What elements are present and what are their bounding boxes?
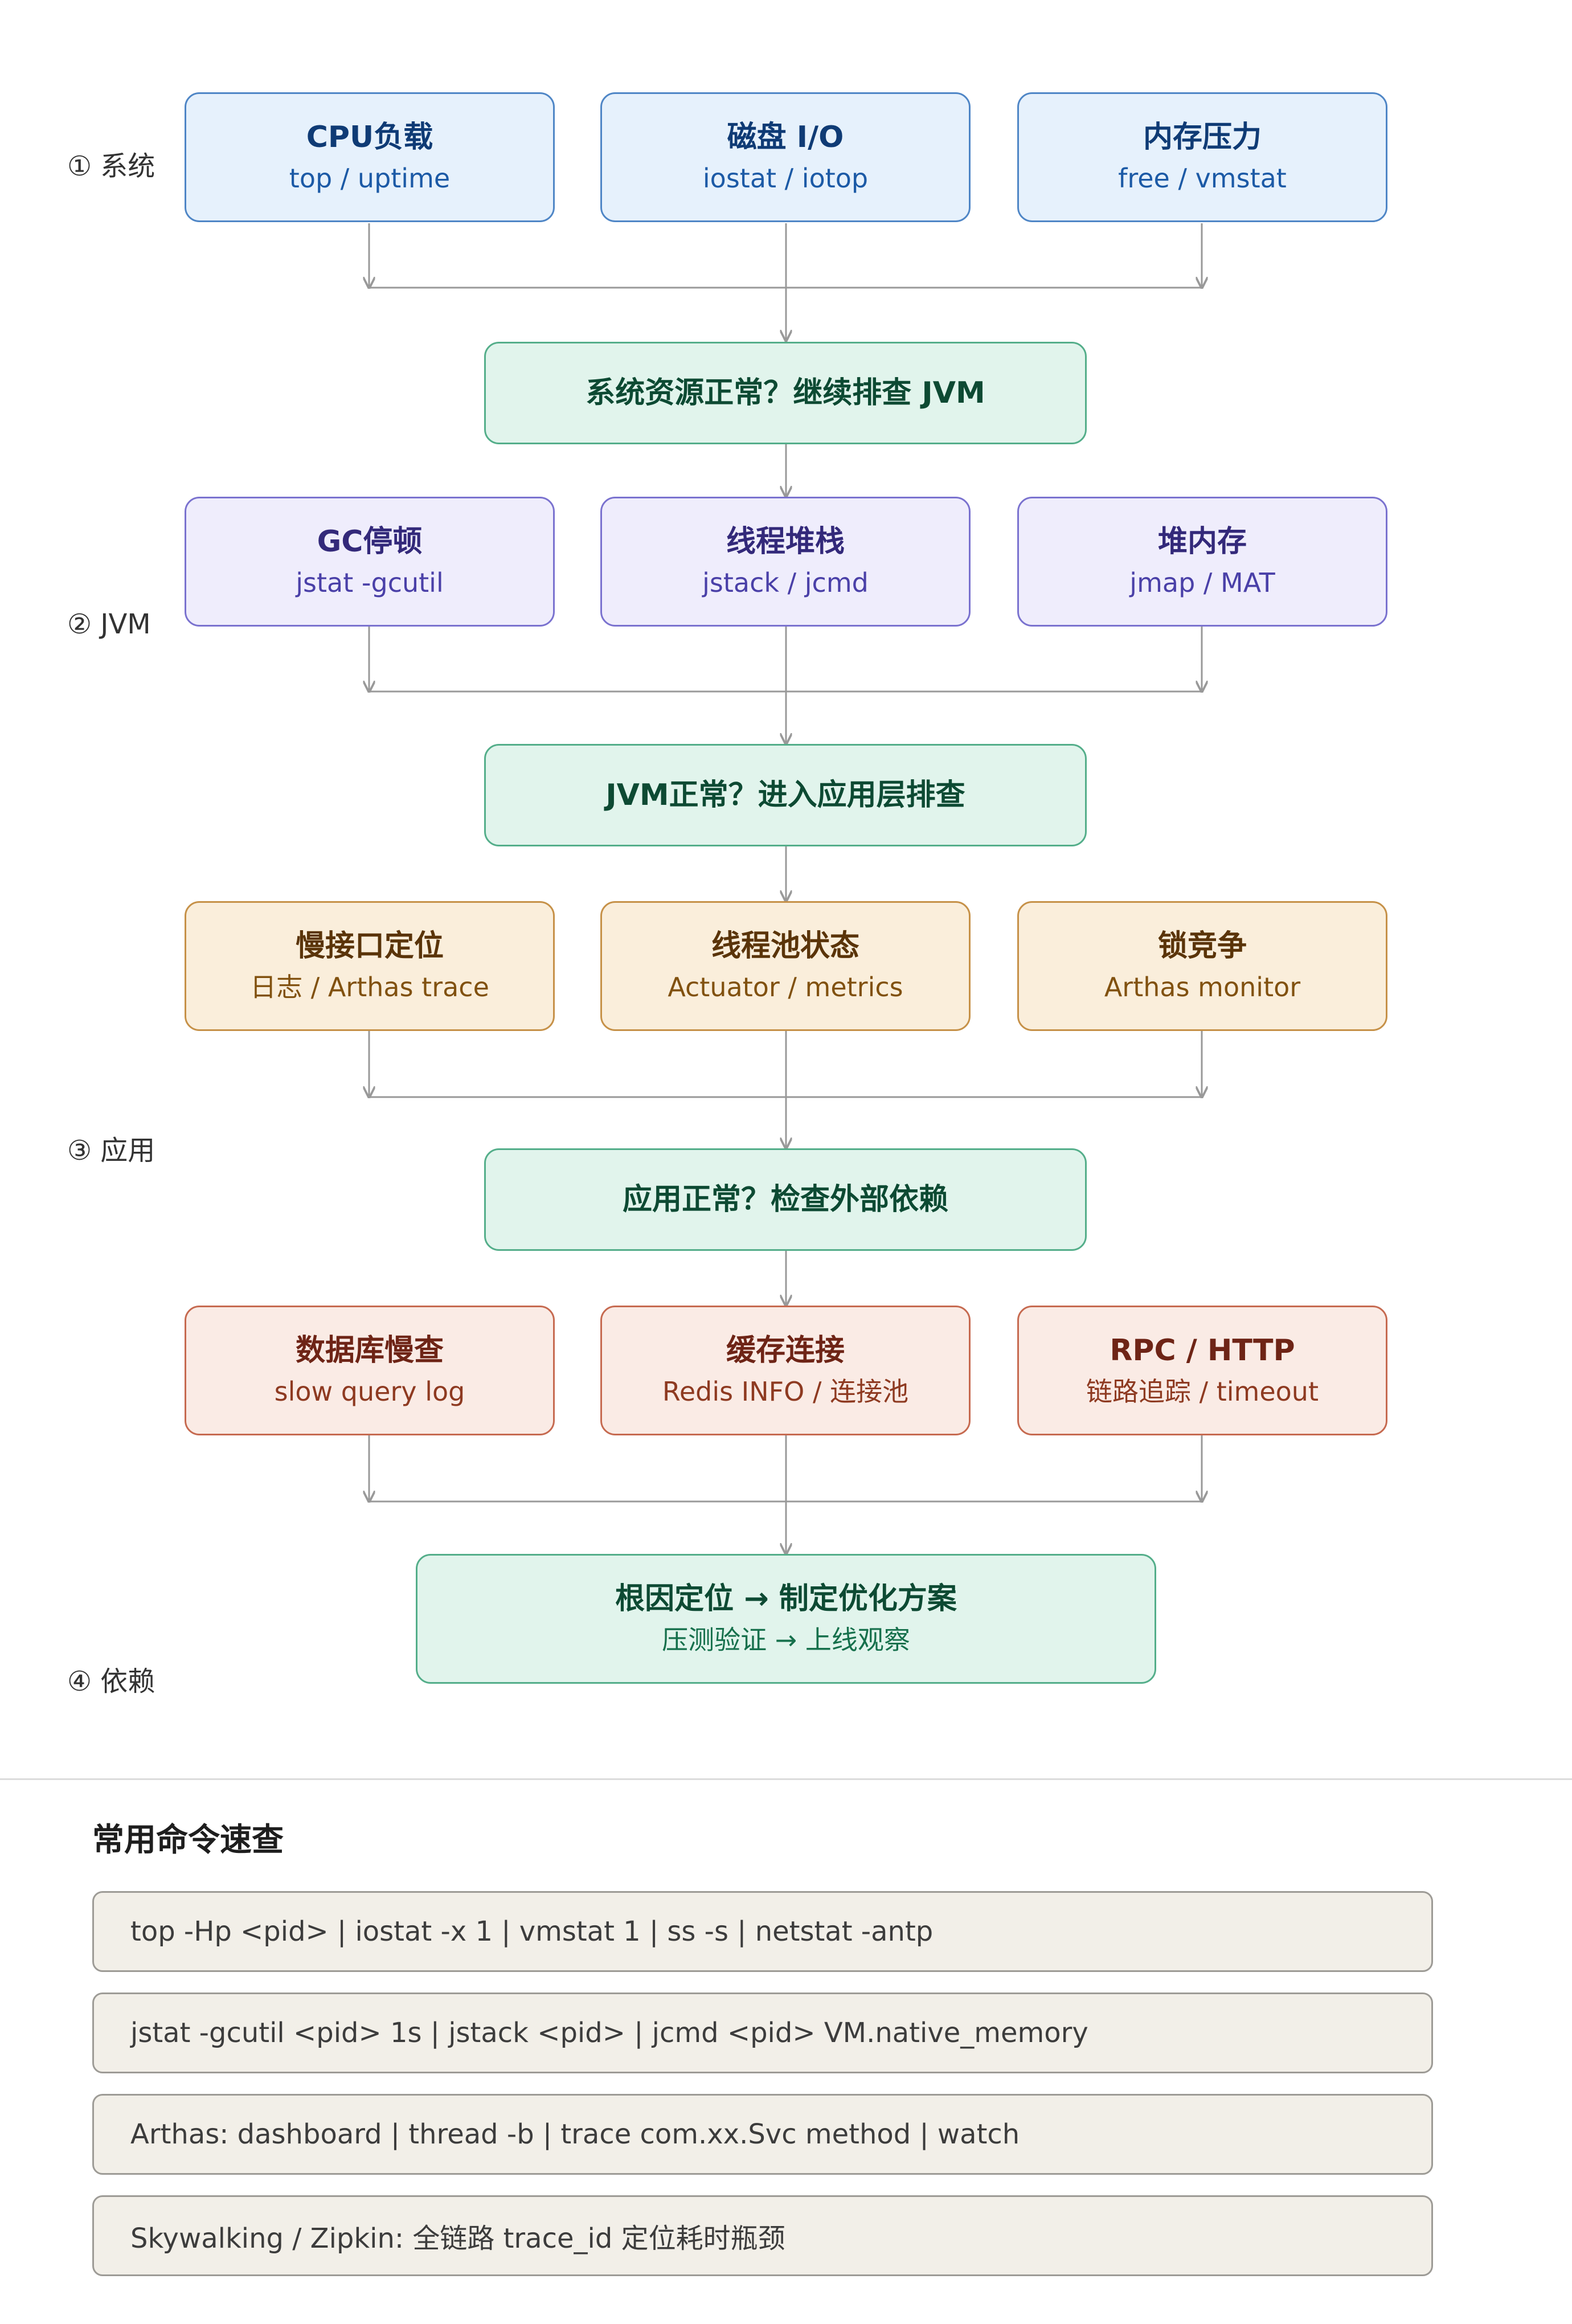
node-cache-connection[interactable]: 缓存连接 Redis INFO / 连接池 bbox=[600, 1306, 971, 1435]
node-title: 慢接口定位 bbox=[295, 928, 444, 963]
node-subtitle: 压测验证 → 上线观察 bbox=[662, 1624, 910, 1655]
node-title: 数据库慢查 bbox=[295, 1333, 444, 1368]
node-subtitle: Arthas monitor bbox=[1104, 971, 1301, 1003]
node-memory-pressure[interactable]: 内存压力 free / vmstat bbox=[1017, 92, 1387, 222]
node-subtitle: jstat -gcutil bbox=[296, 567, 444, 598]
node-subtitle: jstack / jcmd bbox=[702, 567, 869, 598]
gate-title: 应用正常？检查外部依赖 bbox=[622, 1182, 948, 1217]
command-row-system[interactable]: top -Hp <pid> | iostat -x 1 | vmstat 1 |… bbox=[92, 1891, 1433, 1972]
phase-label-jvm: ② JVM bbox=[67, 608, 151, 640]
node-title: 锁竞争 bbox=[1157, 928, 1247, 963]
node-subtitle: 日志 / Arthas trace bbox=[250, 971, 489, 1003]
command-row-jvm[interactable]: jstat -gcutil <pid> 1s | jstack <pid> | … bbox=[92, 1992, 1433, 2073]
phase-label-deps: ④ 依赖 bbox=[67, 1666, 155, 1697]
node-subtitle: top / uptime bbox=[289, 162, 451, 194]
node-slow-api[interactable]: 慢接口定位 日志 / Arthas trace bbox=[185, 901, 555, 1031]
node-cpu-load[interactable]: CPU负载 top / uptime bbox=[185, 92, 555, 222]
node-heap-memory[interactable]: 堆内存 jmap / MAT bbox=[1017, 497, 1387, 627]
node-lock-contention[interactable]: 锁竞争 Arthas monitor bbox=[1017, 901, 1387, 1031]
phase-label-app: ③ 应用 bbox=[67, 1135, 155, 1167]
gate-jvm-ok[interactable]: JVM正常？进入应用层排查 bbox=[484, 744, 1087, 846]
node-title: 堆内存 bbox=[1157, 524, 1247, 559]
gate-system-ok[interactable]: 系统资源正常？继续排查 JVM bbox=[484, 342, 1087, 444]
section-divider bbox=[0, 1778, 1572, 1780]
gate-title: JVM正常？进入应用层排查 bbox=[605, 778, 965, 812]
node-title: GC停顿 bbox=[317, 524, 423, 559]
node-subtitle: free / vmstat bbox=[1118, 162, 1287, 194]
node-title: 磁盘 I/O bbox=[727, 120, 844, 154]
gate-title: 系统资源正常？继续排查 JVM bbox=[586, 375, 985, 410]
node-threadpool-state[interactable]: 线程池状态 Actuator / metrics bbox=[600, 901, 971, 1031]
node-title: 线程堆栈 bbox=[726, 524, 845, 559]
node-disk-io[interactable]: 磁盘 I/O iostat / iotop bbox=[600, 92, 971, 222]
node-subtitle: 链路追踪 / timeout bbox=[1086, 1376, 1319, 1407]
node-gc-pause[interactable]: GC停顿 jstat -gcutil bbox=[185, 497, 555, 627]
node-thread-stack[interactable]: 线程堆栈 jstack / jcmd bbox=[600, 497, 971, 627]
node-subtitle: Actuator / metrics bbox=[668, 971, 903, 1003]
gate-app-ok[interactable]: 应用正常？检查外部依赖 bbox=[484, 1148, 1087, 1251]
node-subtitle: slow query log bbox=[274, 1376, 465, 1407]
node-db-slow-query[interactable]: 数据库慢查 slow query log bbox=[185, 1306, 555, 1435]
node-title: RPC / HTTP bbox=[1110, 1333, 1295, 1368]
node-subtitle: iostat / iotop bbox=[702, 162, 869, 194]
node-title: CPU负载 bbox=[306, 120, 433, 154]
node-subtitle: jmap / MAT bbox=[1129, 567, 1275, 598]
node-title: 内存压力 bbox=[1143, 120, 1262, 154]
node-title: 根因定位 → 制定优化方案 bbox=[615, 1581, 957, 1616]
command-row-tracing[interactable]: Skywalking / Zipkin: 全链路 trace_id 定位耗时瓶颈 bbox=[92, 2195, 1433, 2276]
phase-label-system: ① 系统 bbox=[67, 150, 155, 182]
node-rpc-http[interactable]: RPC / HTTP 链路追踪 / timeout bbox=[1017, 1306, 1387, 1435]
node-subtitle: Redis INFO / 连接池 bbox=[662, 1376, 909, 1407]
node-title: 线程池状态 bbox=[711, 928, 859, 963]
command-row-arthas[interactable]: Arthas: dashboard | thread -b | trace co… bbox=[92, 2094, 1433, 2175]
reference-title: 常用命令速查 bbox=[92, 1822, 284, 1859]
node-title: 缓存连接 bbox=[726, 1333, 845, 1368]
connector-lines bbox=[0, 223, 1572, 1766]
node-root-cause[interactable]: 根因定位 → 制定优化方案 压测验证 → 上线观察 bbox=[416, 1554, 1156, 1684]
